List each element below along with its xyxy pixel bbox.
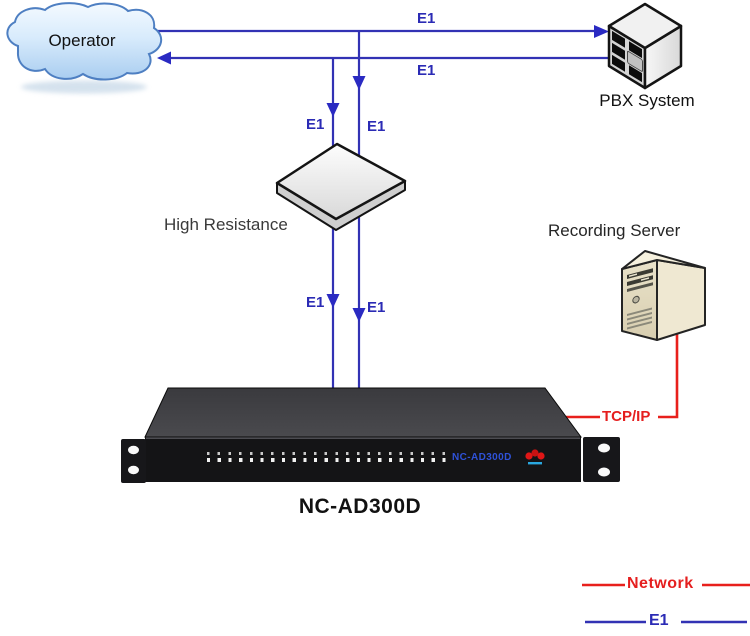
arrow-down-lower-right-icon — [352, 308, 366, 322]
tower-side-face — [656, 259, 706, 341]
tcpip-label: TCP/IP — [602, 408, 651, 425]
tower-top-face — [621, 250, 706, 270]
arrow-into-operator-icon — [157, 51, 171, 65]
arrow-down-upper-right-icon — [352, 76, 366, 90]
device-top-face — [144, 387, 582, 438]
arrow-down-lower-left-icon — [326, 294, 340, 308]
recording-server-label: Recording Server — [548, 221, 681, 240]
e1-label-top: E1 — [417, 10, 436, 27]
tower-power-button — [632, 295, 640, 304]
pbx-system-icon — [607, 2, 683, 90]
cloud-shadow — [21, 80, 147, 94]
operator-cloud-icon — [6, 2, 163, 94]
arrow-down-upper-left-icon — [326, 103, 340, 117]
e1-label-lower-right: E1 — [367, 299, 386, 316]
pbx-top-face — [607, 2, 683, 50]
device-panel-text: NC-AD300D — [452, 452, 512, 463]
operator-label: Operator — [48, 31, 116, 50]
device-ear-left — [121, 439, 146, 483]
e1-label-lower-left: E1 — [306, 294, 325, 311]
device-led-row-top — [207, 452, 447, 455]
device-caption: NC-AD300D — [298, 495, 422, 518]
device-ear-right — [583, 437, 620, 482]
device-ear-left-hole-top — [128, 445, 139, 455]
legend-network-label: Network — [627, 575, 694, 592]
legend-e1-label: E1 — [649, 612, 669, 629]
tower-front-details — [627, 268, 653, 330]
pbx-button — [627, 50, 643, 72]
pbx-panel-grid — [612, 30, 643, 83]
nc-ad300d-device-icon — [121, 387, 620, 483]
e1-lines — [150, 29, 609, 390]
network-lines — [566, 333, 750, 587]
device-ear-right-hole-top — [598, 443, 610, 453]
device-ear-left-hole-bottom — [128, 465, 139, 475]
cloud-shape — [6, 2, 163, 81]
e1-arrowheads — [157, 25, 609, 322]
e1-label-second: E1 — [417, 62, 436, 79]
e1-label-upper-left: E1 — [306, 116, 325, 133]
high-resistance-icon — [275, 142, 407, 231]
arrow-into-pbx-icon — [594, 25, 609, 38]
e1-label-upper-right: E1 — [367, 118, 386, 135]
device-ear-right-hole-bottom — [598, 467, 610, 477]
high-resistance-top-face — [275, 142, 407, 221]
high-resistance-label: High Resistance — [164, 215, 288, 234]
recording-server-icon — [621, 250, 706, 341]
device-led-row-bottom — [207, 458, 447, 462]
pbx-system-label: PBX System — [599, 91, 695, 110]
tcpip-line-right-segment — [658, 333, 679, 419]
